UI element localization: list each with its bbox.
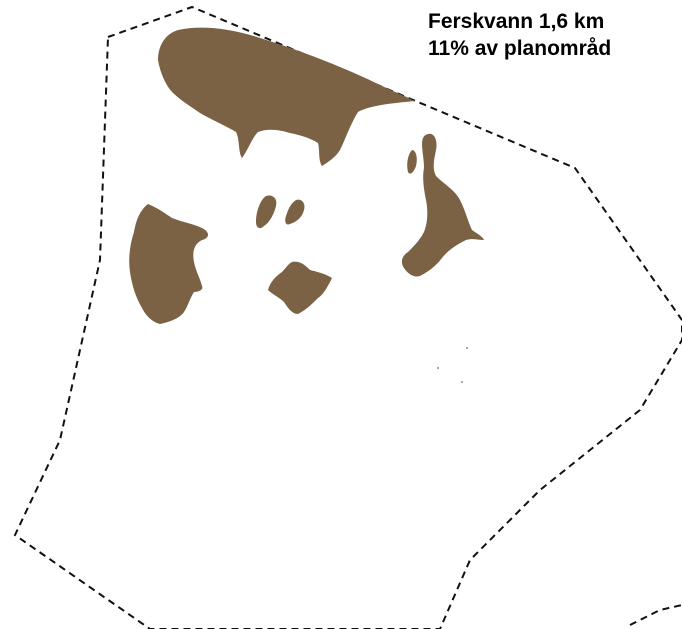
lake-central xyxy=(268,261,332,314)
lake-east-inlet xyxy=(407,150,417,174)
map-legend: Ferskvann 1,6 km 11% av planområd xyxy=(428,8,682,62)
water-speck xyxy=(437,367,439,369)
lake-west xyxy=(129,204,208,324)
legend-area-line: Ferskvann 1,6 km xyxy=(428,10,605,33)
plan-boundary xyxy=(13,5,682,629)
legend-share-line: 11% av planområd xyxy=(428,37,612,60)
plan-boundary-segment xyxy=(629,604,682,626)
lake-north xyxy=(158,27,415,166)
water-speck xyxy=(466,347,468,349)
lake-small-b xyxy=(285,199,305,225)
lake-small-a xyxy=(256,195,277,229)
lake-east xyxy=(401,133,484,277)
water-speck xyxy=(461,381,463,383)
